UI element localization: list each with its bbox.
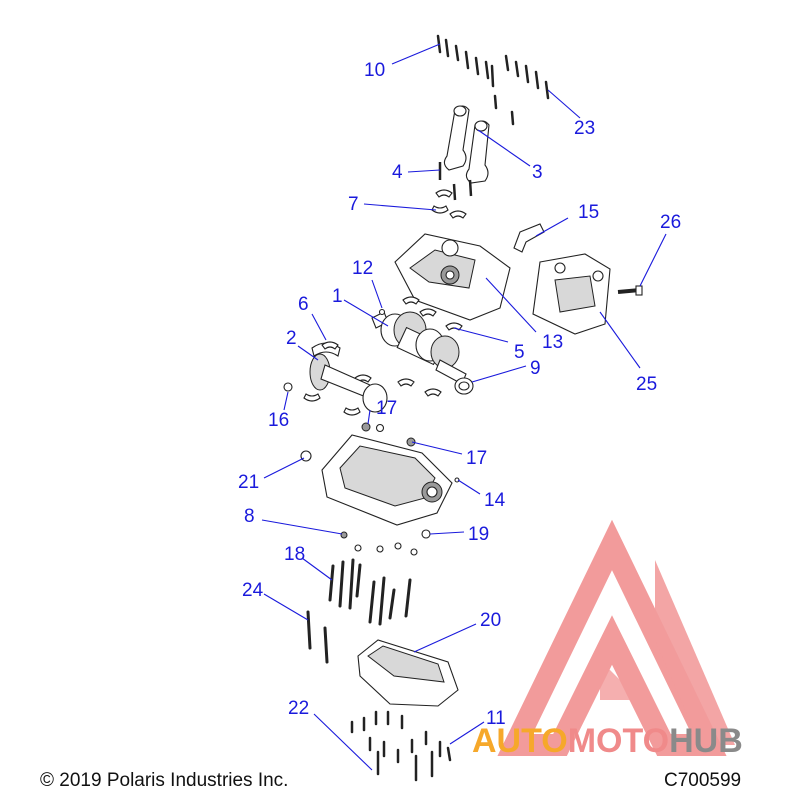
crankshaft — [371, 311, 467, 385]
washers-8 — [340, 531, 418, 556]
plug-21 — [300, 450, 312, 462]
callout-9: 9 — [530, 358, 541, 379]
balance-shaft — [309, 342, 388, 413]
thrust-washer — [321, 341, 339, 350]
copyright-text: © 2019 Polaris Industries Inc. — [40, 770, 288, 791]
oil-pan — [357, 639, 459, 707]
crankcase-upper — [394, 233, 511, 321]
rod-bolts — [438, 162, 473, 201]
callout-labels: 10 23 3 4 7 15 26 12 6 1 2 5 13 9 25 16 … — [238, 60, 681, 729]
callout-3: 3 — [532, 162, 543, 183]
callout-23: 23 — [574, 118, 595, 139]
rod-bearings — [431, 189, 467, 219]
side-housing — [532, 253, 611, 335]
callout-5: 5 — [514, 342, 525, 363]
callout-21: 21 — [238, 472, 259, 493]
dowel-pin — [378, 308, 386, 316]
callout-17a: 17 — [376, 398, 397, 419]
main-bearings — [303, 296, 463, 416]
callout-8: 8 — [244, 506, 255, 527]
case-bolts — [306, 558, 412, 664]
callout-6: 6 — [298, 294, 309, 315]
callout-22: 22 — [288, 698, 309, 719]
plug — [283, 382, 293, 392]
bracket — [513, 223, 545, 253]
callout-16: 16 — [268, 410, 289, 431]
crankcase-lower — [321, 434, 453, 526]
callout-13: 13 — [542, 332, 563, 353]
dowel — [375, 423, 385, 433]
callout-24: 24 — [242, 580, 264, 601]
callout-12: 12 — [352, 258, 373, 279]
callout-2: 2 — [286, 328, 297, 349]
diagram-code: C700599 — [664, 770, 741, 791]
housing-bolt — [617, 285, 643, 296]
callout-26: 26 — [660, 212, 681, 233]
callout-11: 11 — [486, 708, 506, 729]
bolt-set-top — [436, 34, 550, 126]
callout-10: 10 — [364, 60, 385, 81]
connecting-rod-assembly — [443, 105, 490, 184]
callout-7: 7 — [348, 194, 359, 215]
callout-4: 4 — [392, 162, 403, 183]
leader-lines — [261, 43, 667, 771]
callout-18: 18 — [284, 544, 305, 565]
dowel-17b — [406, 437, 416, 447]
oil-seal — [454, 377, 474, 395]
callout-20: 20 — [480, 610, 501, 631]
callout-15: 15 — [578, 202, 599, 223]
callout-17b: 17 — [466, 448, 487, 469]
dowel-17a — [361, 422, 371, 432]
watermark-logo — [497, 519, 735, 756]
callout-25: 25 — [636, 374, 657, 395]
callout-1: 1 — [332, 286, 343, 307]
watermark-text: AUTOMOTOHUB — [472, 722, 743, 760]
callout-19: 19 — [468, 524, 489, 545]
pan-bolts — [350, 710, 452, 782]
callout-14: 14 — [484, 490, 506, 511]
plug-19 — [421, 529, 431, 539]
